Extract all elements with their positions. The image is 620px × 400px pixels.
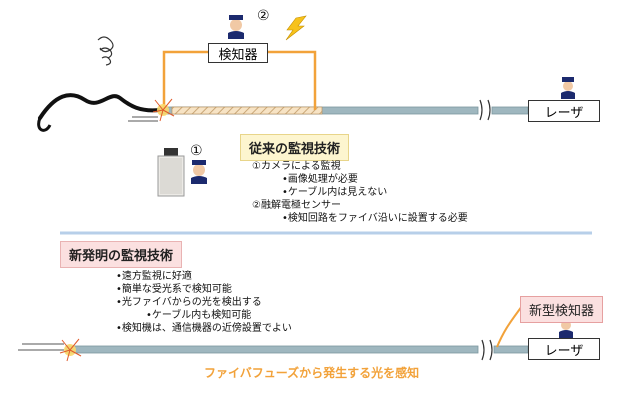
guard-icon — [561, 77, 575, 99]
break-mark-top — [479, 99, 491, 121]
conventional-line: •検知回路をファイバ沿いに設置する必要 — [282, 213, 468, 224]
laser-box-top: レーザ — [528, 100, 600, 122]
conventional-line: ②融解電極センサー — [252, 200, 341, 211]
conventional-line: ①カメラによる監視 — [252, 161, 341, 172]
lightning-icon — [285, 15, 307, 41]
electrode-sensor-segment — [171, 106, 323, 115]
conventional-title: 従来の監視技術 — [240, 134, 350, 161]
break-mark-bottom — [481, 339, 493, 361]
guard-icon — [191, 160, 207, 184]
new-line: •ケーブル内も検知可能 — [146, 310, 252, 321]
new-line: •簡単な受光系で検知可能 — [116, 284, 232, 295]
new-line: •光ファイバからの光を検出する — [116, 297, 262, 308]
detector-wire — [162, 50, 208, 110]
spark-icon — [59, 338, 82, 362]
new-title: 新発明の監視技術 — [60, 241, 183, 268]
guard-icon — [228, 15, 244, 39]
conventional-line: •ケーブル内は見えない — [282, 187, 388, 198]
spark-icon — [152, 98, 175, 122]
detector-box: 検知器 — [208, 43, 268, 63]
conventional-line: •画像処理が必要 — [282, 174, 358, 185]
new-detector-box: 新型検知器 — [520, 296, 604, 323]
new-detector-wire — [496, 305, 523, 348]
cable-icon — [38, 93, 162, 120]
new-line: •遠方監視に好適 — [116, 271, 192, 282]
fiber-fuse-caption: ファイバフューズから発生する光を感知 — [204, 366, 420, 380]
optical-fiber-bottom — [65, 345, 479, 354]
marker-camera: ① — [190, 143, 203, 159]
camera-icon — [157, 148, 185, 197]
marker-detector: ② — [257, 8, 270, 24]
dizzy-icon — [97, 36, 114, 66]
laser-box-bottom: レーザ — [528, 338, 600, 360]
new-line: •検知機は、通信機器の近傍設置でよい — [116, 323, 292, 334]
